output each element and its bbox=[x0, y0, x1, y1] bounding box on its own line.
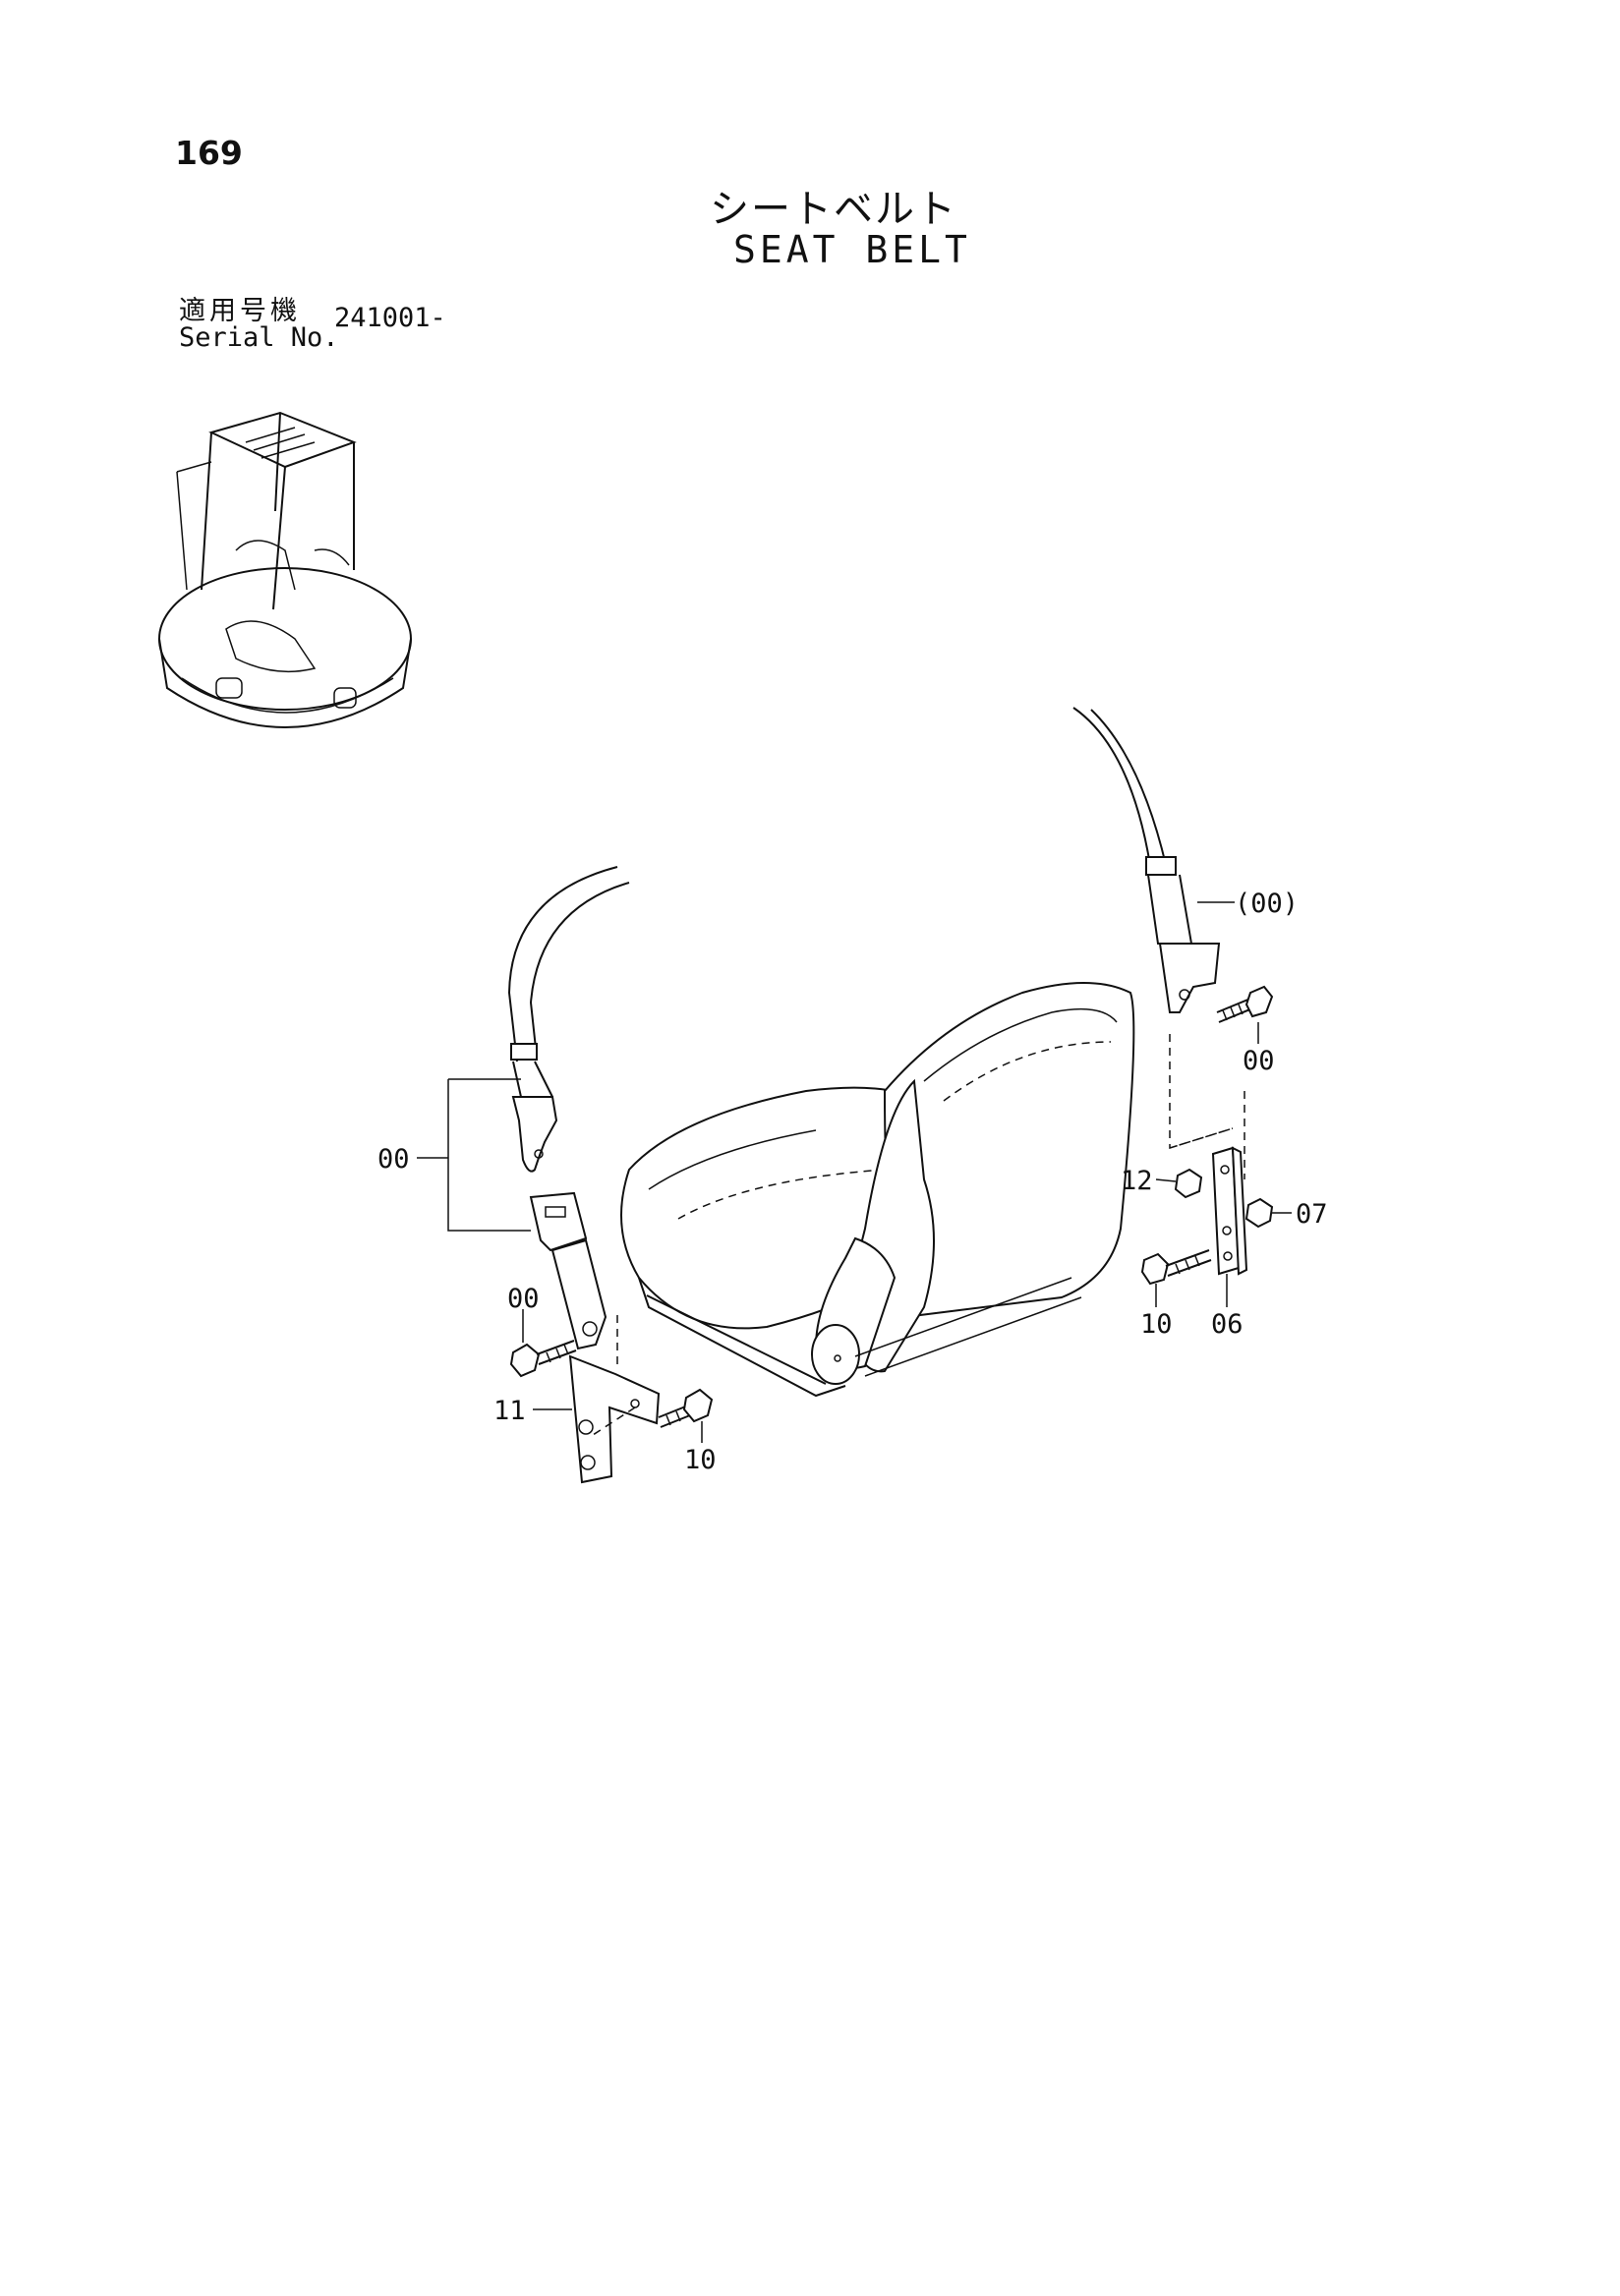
bolt-10-left bbox=[658, 1388, 714, 1443]
serial-label-english: Serial No. bbox=[179, 322, 339, 353]
page-number: 169 bbox=[175, 134, 243, 172]
callout-nut-12: 12 bbox=[1121, 1166, 1153, 1196]
bracket-06 bbox=[1211, 1146, 1248, 1307]
serial-label-japanese: 適用号機 bbox=[179, 296, 301, 326]
bracket-11 bbox=[533, 1315, 661, 1484]
bolt-10-right bbox=[1140, 1249, 1212, 1307]
nut-12 bbox=[1155, 1168, 1203, 1199]
bolt-upper-right bbox=[1216, 985, 1274, 1044]
callout-bolt-10-left: 10 bbox=[684, 1445, 717, 1475]
callout-nut-07: 07 bbox=[1296, 1199, 1328, 1230]
operator-seat bbox=[620, 982, 1135, 1398]
callout-bolt-upper-right: 00 bbox=[1243, 1046, 1275, 1076]
seat-belt-left-strap bbox=[507, 866, 630, 1350]
callout-bracket-11: 11 bbox=[493, 1396, 526, 1426]
callout-bolt-10-right: 10 bbox=[1140, 1309, 1173, 1340]
title-japanese: シートベルト bbox=[710, 187, 957, 232]
seat-belt-right-strap bbox=[1072, 707, 1235, 1013]
title-english: SEAT BELT bbox=[733, 228, 971, 271]
nut-07 bbox=[1244, 1197, 1292, 1229]
callout-bracket-06: 06 bbox=[1211, 1309, 1244, 1340]
cab-overview-illustration bbox=[158, 411, 412, 728]
callout-belt-upper-right: (00) bbox=[1235, 889, 1299, 919]
bolt-left bbox=[509, 1309, 577, 1378]
serial-number-value: 241001- bbox=[334, 303, 446, 333]
callout-bolt-left: 00 bbox=[507, 1284, 540, 1314]
callout-belt-left: 00 bbox=[377, 1144, 410, 1175]
